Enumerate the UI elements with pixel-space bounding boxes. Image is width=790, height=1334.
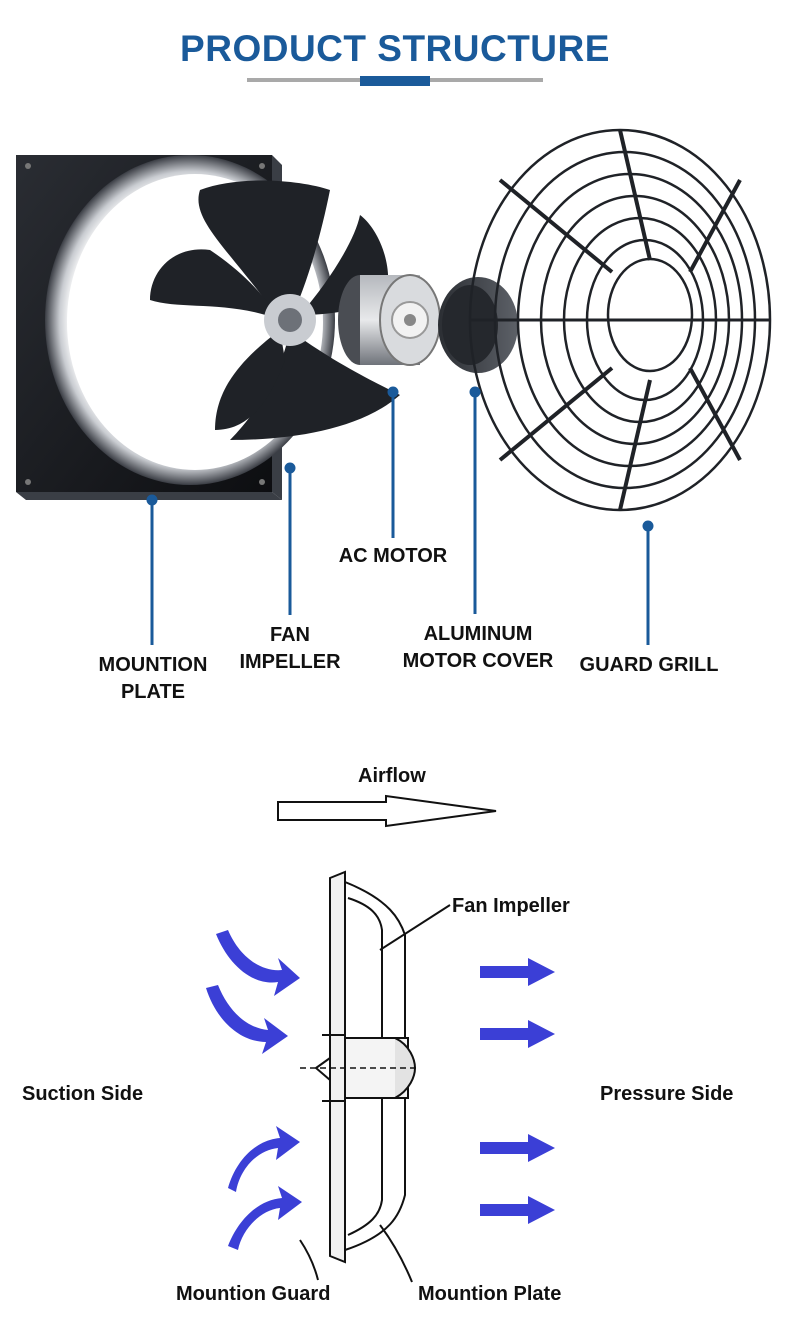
diagram-leader-lines — [299, 904, 451, 1283]
label-guard-grill: GUARD GRILL — [579, 654, 719, 676]
label-fan-impeller-line1: FAN — [270, 624, 310, 646]
label-diagram-mountion-plate: Mountion Plate — [418, 1283, 562, 1305]
label-aluminum-motor-cover-line2: MOTOR COVER — [402, 650, 554, 672]
label-pressure-side: Pressure Side — [600, 1083, 734, 1105]
leader-lines — [146, 386, 654, 645]
label-fan-impeller: FAN IMPELLER — [226, 622, 354, 676]
title-underline-accent — [360, 76, 430, 86]
guard-grill-illustration — [468, 128, 772, 512]
label-mountion-plate: MOUNTION PLATE — [82, 652, 224, 706]
label-ac-motor: AC MOTOR — [338, 545, 448, 567]
label-suction-side: Suction Side — [22, 1083, 144, 1105]
label-aluminum-motor-cover-line1: ALUMINUM — [423, 623, 533, 645]
label-mountion-guard: Mountion Guard — [176, 1283, 331, 1305]
pressure-arrows — [480, 958, 555, 1224]
fan-side-view-diagram — [300, 870, 420, 1264]
airflow-arrow — [277, 794, 497, 828]
label-mountion-plate-line2: PLATE — [120, 681, 186, 703]
label-diagram-fan-impeller: Fan Impeller — [452, 895, 570, 917]
page-title: PRODUCT STRUCTURE — [180, 28, 610, 69]
suction-arrows — [206, 930, 302, 1250]
fan-impeller-illustration — [150, 180, 400, 440]
label-mountion-plate-line1: MOUNTION — [98, 654, 208, 676]
label-aluminum-motor-cover: ALUMINUM MOTOR COVER — [392, 621, 564, 675]
aluminum-motor-cover-illustration — [438, 277, 518, 373]
label-airflow: Airflow — [358, 765, 426, 787]
label-fan-impeller-line2: IMPELLER — [239, 651, 341, 673]
ac-motor-illustration — [338, 274, 441, 366]
